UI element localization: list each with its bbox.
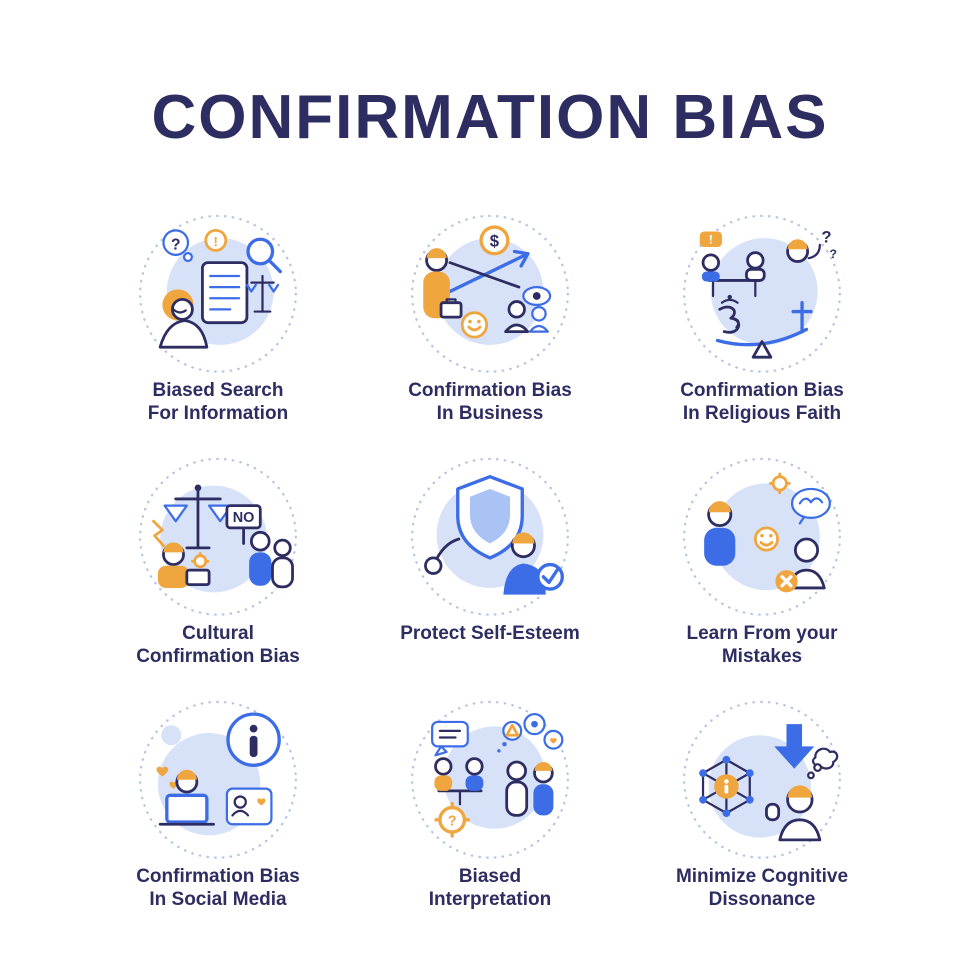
concept-label: Biased Interpretation bbox=[429, 865, 551, 911]
protect-self-esteem-icon bbox=[387, 450, 593, 628]
mini-scales-icon bbox=[245, 274, 280, 313]
question-mark: ? bbox=[448, 813, 457, 829]
learner-person-icon bbox=[787, 537, 826, 589]
stop-hand-person-icon bbox=[765, 784, 822, 841]
label-line: In Social Media bbox=[149, 888, 287, 910]
scribble-thought-icon bbox=[807, 747, 839, 779]
no-sign-text: NO bbox=[233, 509, 255, 525]
concept-label: Cultural Confirmation Bias bbox=[136, 622, 300, 668]
mentor-person-icon bbox=[704, 500, 736, 566]
worker-laptop-icon bbox=[157, 541, 211, 588]
minimize-cognitive-dissonance-icon bbox=[659, 693, 865, 871]
concept-label: Biased Search For Information bbox=[148, 379, 288, 425]
label-line: Cultural bbox=[182, 622, 254, 644]
concept-card-business: $ bbox=[354, 207, 626, 450]
concept-card-biased-search: ? ! bbox=[82, 207, 354, 450]
concept-label: Learn From your Mistakes bbox=[687, 622, 838, 668]
concept-grid: ? ! bbox=[82, 207, 898, 936]
concept-card-cultural: NO bbox=[82, 450, 354, 693]
thought-question-icon: ? bbox=[162, 228, 193, 262]
label-line: Dissonance bbox=[708, 888, 816, 910]
small-group-icon bbox=[504, 299, 549, 333]
question-mark: ? bbox=[821, 227, 831, 246]
fist-arm-icon bbox=[424, 537, 461, 575]
gaze-line-eye-icon bbox=[448, 260, 552, 306]
label-line: Interpretation bbox=[428, 888, 552, 910]
no-protest-sign-icon: NO bbox=[225, 503, 262, 545]
concept-card-religious-faith: ! ? bbox=[626, 207, 898, 450]
biased-interpretation-icon: ? bbox=[387, 693, 593, 871]
dollar-coin-icon: $ bbox=[479, 224, 510, 255]
concept-label: Minimize Cognitive Dissonance bbox=[676, 865, 848, 911]
label-line: Protect Self-Esteem bbox=[400, 622, 580, 644]
label-line: In Religious Faith bbox=[682, 402, 842, 424]
bubble-dot-icon bbox=[161, 724, 182, 745]
protesters-icon bbox=[249, 530, 294, 588]
concept-card-minimize-dissonance: Minimize Cognitive Dissonance bbox=[626, 693, 898, 936]
label-line: Biased Search bbox=[152, 379, 284, 401]
lightning-icon bbox=[152, 519, 165, 547]
page-title: CONFIRMATION BIAS bbox=[151, 83, 829, 152]
concept-label: Protect Self-Esteem bbox=[400, 622, 580, 645]
concept-label: Confirmation Bias In Business bbox=[408, 379, 572, 425]
om-symbol-icon bbox=[718, 294, 741, 334]
exclamation-mark: ! bbox=[214, 233, 218, 248]
biased-search-icon: ? ! bbox=[115, 207, 321, 385]
down-arrow-icon bbox=[774, 723, 815, 769]
warning-badge-icon: ! bbox=[204, 228, 228, 252]
trend-arrow-icon bbox=[448, 249, 530, 293]
concept-card-social-media: Confirmation Bias In Social Media bbox=[82, 693, 354, 936]
smiley-mask-icon bbox=[460, 310, 489, 339]
concept-card-learn-from-mistakes: Learn From your Mistakes bbox=[626, 450, 898, 693]
shield-icon bbox=[456, 474, 524, 560]
question-gear-icon: ? bbox=[434, 801, 470, 838]
document-icon bbox=[201, 260, 249, 324]
businessman-icon bbox=[423, 247, 463, 319]
label-line: Learn From your bbox=[686, 622, 838, 644]
exclaim-bubble-icon: ! bbox=[699, 231, 722, 247]
balance-scale-icon bbox=[715, 327, 809, 359]
info-network-icon bbox=[699, 755, 754, 817]
brain-icon bbox=[790, 487, 831, 525]
label-line: Confirmation Bias bbox=[680, 379, 844, 401]
confident-person-icon bbox=[503, 531, 546, 595]
concept-label: Confirmation Bias In Social Media bbox=[136, 865, 300, 911]
confused-person-icon: ? ? bbox=[786, 227, 837, 263]
person-at-laptop-icon bbox=[158, 769, 215, 826]
profile-card-icon bbox=[225, 787, 273, 825]
check-badge-icon bbox=[536, 562, 564, 591]
concept-card-protect-self-esteem: Protect Self-Esteem bbox=[354, 450, 626, 693]
cultural-bias-icon: NO bbox=[115, 450, 321, 628]
label-line: For Information bbox=[147, 402, 289, 424]
thought-bubbles-icon bbox=[497, 712, 564, 753]
magnifying-glass-icon bbox=[246, 237, 282, 273]
social-media-bias-icon bbox=[115, 693, 321, 871]
x-badge-icon bbox=[775, 569, 798, 592]
meeting-table-icon bbox=[434, 756, 484, 805]
gear-icon bbox=[768, 472, 791, 494]
question-mark: ? bbox=[171, 236, 181, 253]
religious-faith-bias-icon: ! ? bbox=[659, 207, 865, 385]
label-line: Mistakes bbox=[721, 645, 803, 667]
smiley-icon bbox=[753, 526, 779, 552]
debate-table-icon bbox=[701, 250, 766, 297]
label-line: Confirmation Bias bbox=[136, 645, 300, 667]
label-line: In Business bbox=[436, 402, 544, 424]
concept-label: Confirmation Bias In Religious Faith bbox=[680, 379, 844, 425]
worried-person-icon bbox=[158, 288, 209, 349]
talking-pair-icon bbox=[505, 760, 554, 817]
label-line: Minimize Cognitive bbox=[675, 865, 849, 887]
business-bias-icon: $ bbox=[387, 207, 593, 385]
speech-bubble-icon bbox=[431, 720, 469, 756]
info-circle-icon bbox=[226, 712, 281, 767]
exclamation-mark: ! bbox=[709, 232, 713, 246]
label-line: Confirmation Bias bbox=[136, 865, 300, 887]
learn-from-mistakes-icon bbox=[659, 450, 865, 628]
label-line: Biased bbox=[458, 865, 522, 887]
cross-symbol-icon bbox=[791, 300, 813, 333]
dollar-sign: $ bbox=[490, 231, 500, 250]
label-line: Confirmation Bias bbox=[408, 379, 572, 401]
concept-card-biased-interpretation: ? Biased Interpretation bbox=[354, 693, 626, 936]
question-mark: ? bbox=[829, 247, 836, 261]
